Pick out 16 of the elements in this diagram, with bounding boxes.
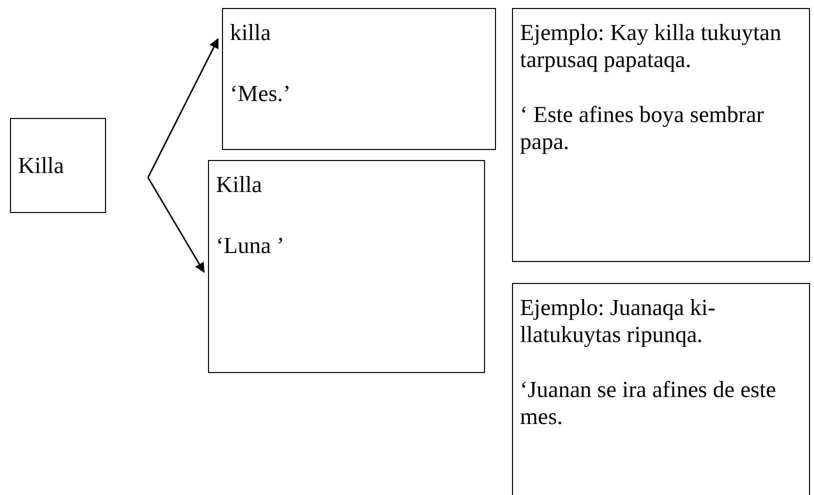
text-box <box>208 160 485 373</box>
text-box <box>222 8 496 150</box>
text: killa <box>230 19 272 46</box>
text: ‘Luna ’ <box>216 232 286 259</box>
arrow <box>147 177 205 273</box>
text: Ejemplo: Juanaqa ki-llatukuytas ripunqa. <box>520 294 716 348</box>
text: Killa <box>18 152 65 179</box>
arrow <box>147 38 219 178</box>
text-box <box>512 283 810 495</box>
text-box <box>10 118 106 213</box>
text: Ejemplo: Kay killa tukuytan tarpusaq papataqa. <box>520 19 782 73</box>
text: ‘Juanan se ira afines de este mes. <box>520 376 778 430</box>
text: ‘Mes.’ <box>230 80 292 107</box>
text-box <box>512 8 810 262</box>
text: Killa <box>216 171 263 198</box>
text: ‘ Este afines boya sembrar papa. <box>520 101 765 155</box>
